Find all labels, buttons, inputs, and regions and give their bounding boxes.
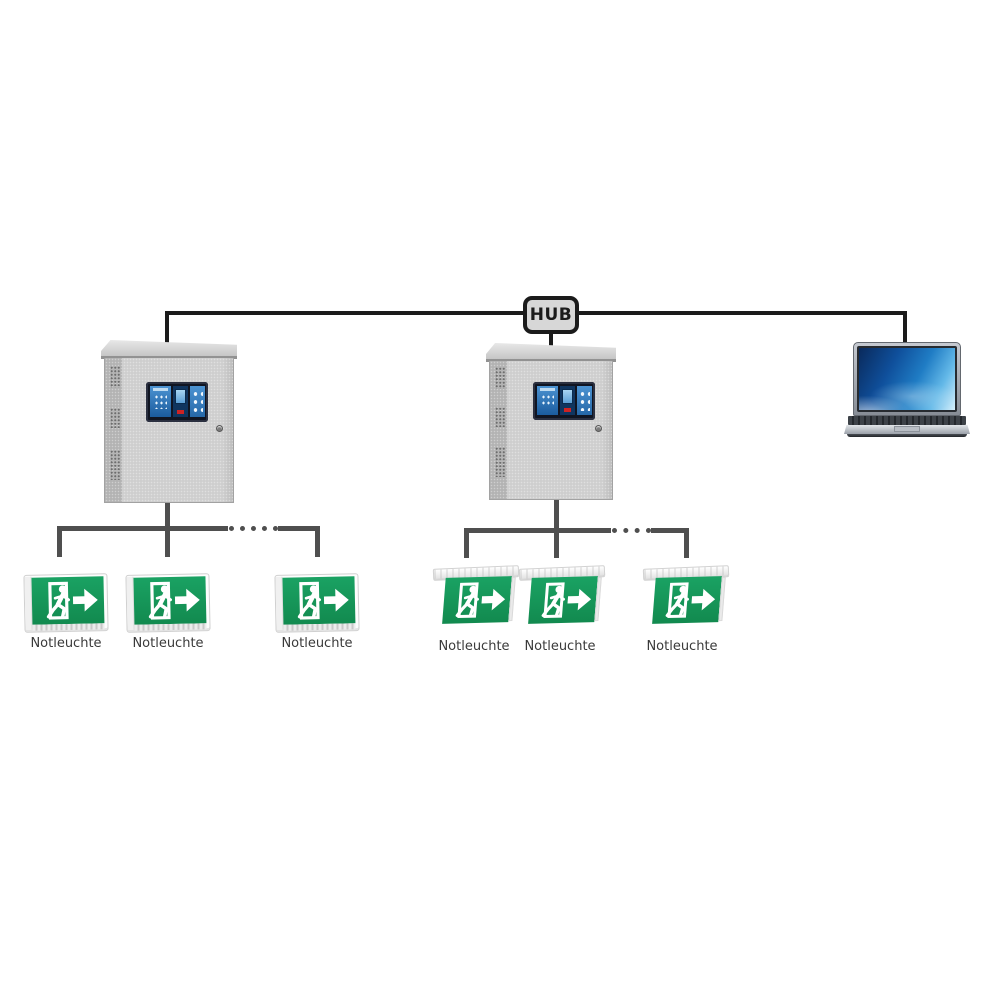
emergency-light-pendant-2 — [518, 564, 606, 630]
laptop-touchpad — [894, 426, 920, 432]
exit-sign-face — [528, 576, 602, 624]
door-lock-icon — [216, 425, 223, 432]
cabinet-hood-seam — [486, 359, 616, 362]
left-branch-bus-line-end — [278, 526, 320, 531]
emergency-light-label: Notleuchte — [281, 636, 353, 651]
lcd-panel — [173, 386, 188, 417]
emergency-light-box-2 — [125, 573, 211, 633]
keypad-header — [153, 388, 168, 391]
indicator-panel — [577, 386, 592, 415]
lcd-screen — [562, 389, 573, 404]
keypad-keys-icon — [541, 394, 554, 407]
laptop-icon — [844, 342, 970, 437]
vent-grille-icon — [110, 366, 121, 388]
cabinet-hood-seam — [101, 356, 237, 359]
running-man-exit-icon — [530, 578, 595, 622]
cabinet-hood — [101, 340, 237, 359]
exit-sign-face — [133, 576, 207, 625]
drop-line-laptop — [903, 311, 907, 345]
exit-sign-face — [442, 576, 516, 624]
running-man-exit-icon — [654, 578, 719, 622]
vent-grille-icon — [495, 447, 506, 477]
drop-line-hub-cabinet — [549, 334, 553, 346]
indicator-panel — [190, 386, 205, 417]
laptop-screen-bezel — [857, 346, 957, 412]
sign-side-edge — [718, 577, 726, 622]
vent-grille-icon — [495, 367, 506, 389]
vent-grille-icon — [110, 450, 121, 480]
red-button-icon — [564, 408, 571, 412]
running-man-exit-icon — [35, 578, 102, 622]
drop-line-left-cabinet — [165, 311, 169, 345]
left-branch-drop-3 — [315, 526, 320, 557]
cabinet-display — [146, 382, 208, 422]
left-branch-drop-1 — [57, 526, 62, 557]
emergency-light-label: Notleuchte — [438, 639, 510, 654]
control-cabinet-left — [101, 340, 237, 503]
cabinet-body — [104, 358, 234, 503]
right-branch-bus-line-end — [651, 528, 689, 533]
cabinet-display — [533, 382, 595, 420]
keypad-panel — [537, 386, 558, 415]
laptop-screen — [853, 342, 961, 416]
hub-label: HUB — [529, 305, 573, 325]
running-man-exit-icon — [137, 578, 204, 622]
keypad-header — [540, 388, 555, 391]
laptop-bottom-edge — [847, 434, 967, 437]
sign-side-edge — [508, 577, 516, 622]
vent-grille-icon — [110, 408, 121, 428]
more-devices-ellipsis-left — [229, 526, 278, 531]
control-cabinet-middle — [486, 343, 616, 500]
door-lock-icon — [595, 425, 602, 432]
cabinet-hood — [486, 343, 616, 362]
emergency-light-label: Notleuchte — [646, 639, 718, 654]
more-devices-ellipsis-right — [612, 528, 651, 533]
running-man-exit-icon — [444, 578, 509, 622]
keypad-panel — [150, 386, 171, 417]
lcd-panel — [560, 386, 575, 415]
laptop-keyboard — [848, 416, 966, 425]
right-branch-bus-line — [464, 528, 611, 533]
running-man-exit-icon — [286, 578, 353, 622]
right-branch-drop-1 — [464, 528, 469, 558]
emergency-light-label: Notleuchte — [524, 639, 596, 654]
emergency-light-box-3 — [274, 573, 360, 633]
emergency-light-pendant-3 — [642, 564, 730, 630]
exit-sign-face — [31, 576, 105, 625]
exit-sign-face — [652, 576, 726, 624]
red-button-icon — [177, 410, 184, 414]
emergency-light-label: Notleuchte — [132, 636, 204, 651]
keypad-keys-icon — [154, 394, 167, 409]
indicator-leds-icon — [579, 390, 590, 411]
sign-side-edge — [594, 577, 602, 622]
right-branch-drop-3 — [684, 528, 689, 558]
vent-grille-icon — [495, 407, 506, 427]
emergency-light-box-1 — [23, 573, 109, 633]
left-branch-bus-line — [57, 526, 228, 531]
lcd-screen — [175, 389, 186, 404]
exit-sign-face — [282, 576, 356, 625]
indicator-leds-icon — [192, 390, 203, 413]
emergency-light-label: Notleuchte — [30, 636, 102, 651]
emergency-light-pendant-1 — [432, 564, 520, 630]
hub-box: HUB — [523, 296, 579, 334]
laptop-wallpaper — [859, 348, 955, 410]
